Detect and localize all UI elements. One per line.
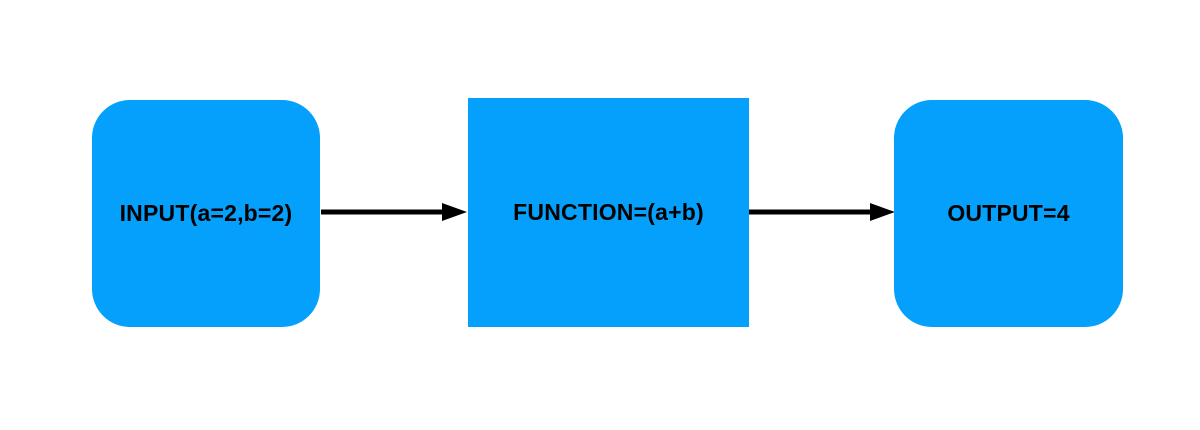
node-input: INPUT(a=2,b=2) — [92, 100, 320, 327]
node-function-label: FUNCTION=(a+b) — [513, 199, 704, 225]
node-input-label: INPUT(a=2,b=2) — [119, 200, 293, 226]
arrow-input-to-function-icon — [321, 203, 467, 221]
node-output-label: OUTPUT=4 — [947, 200, 1070, 226]
arrow-function-to-output-icon — [749, 203, 895, 221]
node-output: OUTPUT=4 — [894, 100, 1123, 327]
node-function: FUNCTION=(a+b) — [468, 98, 749, 327]
